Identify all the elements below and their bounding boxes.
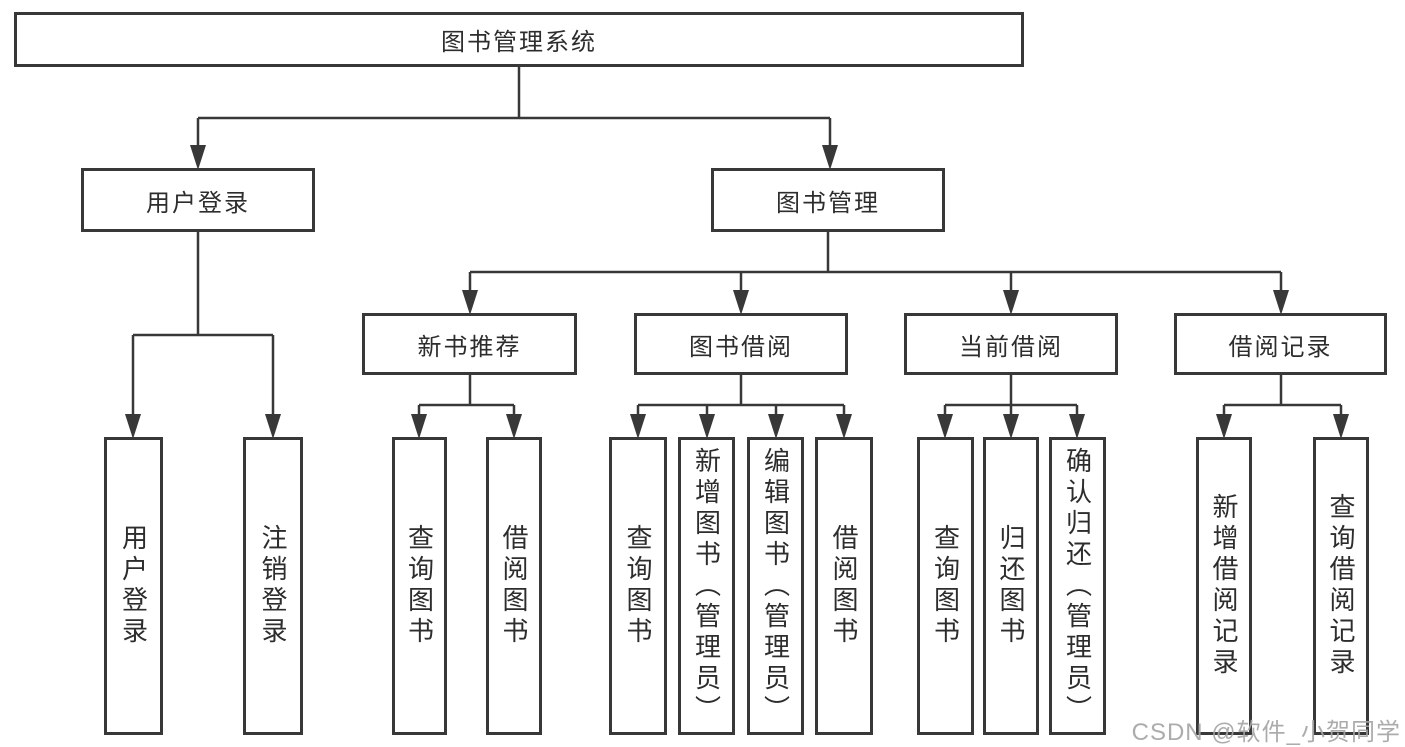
node-nbr-borrow-books: 借阅图书 [486, 437, 542, 735]
node-logout-action: 注销登录 [243, 437, 303, 735]
node-new-book-recommend: 新书推荐 [362, 313, 577, 375]
connector-book-borrow-children [636, 375, 846, 420]
node-root: 图书管理系统 [14, 12, 1024, 67]
node-nbr-query-books: 查询图书 [392, 437, 447, 735]
node-br-query-record: 查询借阅记录 [1313, 437, 1369, 735]
node-user-login-action: 用户登录 [104, 437, 163, 735]
node-user-login: 用户登录 [81, 168, 315, 232]
node-bb-borrow-books: 借阅图书 [815, 437, 873, 735]
connector-book-management-children [468, 232, 1283, 296]
watermark: CSDN @软件_小贺同学 [1131, 719, 1401, 746]
node-book-borrow: 图书借阅 [634, 313, 848, 375]
node-cb-return-books: 归还图书 [983, 437, 1039, 735]
connector-current-borrow-children [943, 375, 1079, 420]
connector-new-book-children [417, 375, 516, 420]
connector-user-login-children [131, 232, 275, 420]
connector-root-to-level2 [196, 67, 832, 150]
node-cb-confirm-return-admin: 确认归还（管理员） [1049, 437, 1106, 735]
node-book-management: 图书管理 [711, 168, 945, 232]
connector-borrow-records-children [1222, 375, 1343, 420]
node-bb-edit-books-admin: 编辑图书（管理员） [747, 437, 804, 735]
node-br-add-record: 新增借阅记录 [1196, 437, 1252, 735]
node-borrow-records: 借阅记录 [1174, 313, 1387, 375]
node-bb-query-books: 查询图书 [609, 437, 667, 735]
node-current-borrow: 当前借阅 [904, 313, 1118, 375]
node-cb-query-books: 查询图书 [917, 437, 974, 735]
node-bb-add-books-admin: 新增图书（管理员） [678, 437, 735, 735]
